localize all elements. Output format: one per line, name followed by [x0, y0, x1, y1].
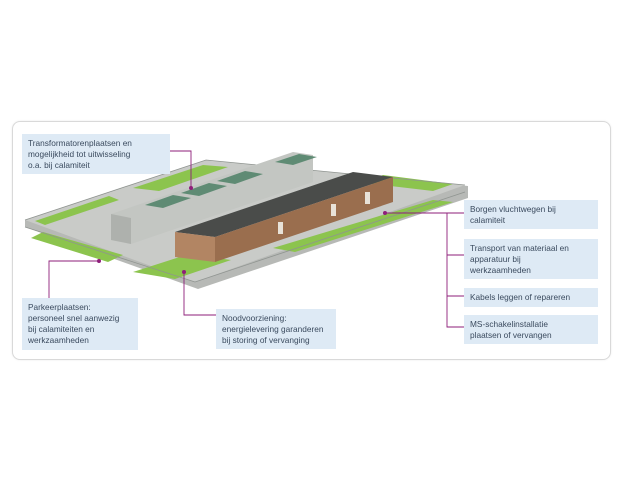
perimeter-fence-front — [24, 191, 466, 283]
callout-transport: Transport van materiaal en apparatuur bi… — [464, 239, 598, 279]
callout-borgen: Borgen vluchtwegen bij calamiteit — [464, 200, 598, 229]
building-door-2 — [331, 204, 336, 216]
transformer-bay-4 — [275, 154, 317, 165]
leader-transformator — [168, 150, 192, 188]
callout-transformator-text: Transformatorenplaatsen en mogelijkheid … — [28, 138, 132, 170]
transformer-bay-1 — [145, 195, 191, 208]
building-side — [215, 177, 393, 262]
callout-transport-text: Transport van materiaal en apparatuur bi… — [470, 243, 569, 275]
leader-dots — [97, 186, 387, 274]
building-front — [175, 232, 215, 262]
grass-left — [35, 196, 119, 225]
callout-parkeer: Parkeerplaatsen: personeel snel aanwezig… — [22, 298, 138, 350]
callout-parkeer-text: Parkeerplaatsen: personeel snel aanwezig… — [28, 302, 120, 345]
callout-kabels-text: Kabels leggen of repareren — [470, 292, 571, 302]
callout-transformator: Transformatorenplaatsen en mogelijkheid … — [22, 134, 170, 174]
transformer-wall-side — [111, 214, 131, 244]
substation-illustration — [24, 150, 468, 328]
building-door-1 — [278, 222, 283, 234]
grass-left-front — [31, 232, 123, 262]
diagram-card: Transformatorenplaatsen en mogelijkheid … — [12, 121, 611, 360]
building-roof — [175, 172, 393, 237]
callout-nood-text: Noodvoorziening: energielevering garande… — [222, 313, 324, 345]
callout-borgen-text: Borgen vluchtwegen bij calamiteit — [470, 204, 556, 225]
transformer-bay-2 — [181, 183, 227, 196]
callout-ms: MS-schakelinstallatie plaatsen of vervan… — [464, 315, 598, 344]
leader-parkeer — [48, 260, 99, 299]
building-door-3 — [365, 192, 370, 204]
callout-nood: Noodvoorziening: energielevering garande… — [216, 309, 336, 349]
grass-back — [133, 165, 228, 191]
callout-kabels: Kabels leggen of repareren — [464, 288, 598, 307]
callout-ms-text: MS-schakelinstallatie plaatsen of vervan… — [470, 319, 552, 340]
leader-nood — [183, 272, 217, 316]
transformer-bay-3 — [217, 171, 263, 184]
transformer-wall-long — [111, 152, 313, 244]
leader-lines — [48, 150, 465, 328]
leader-bracket — [446, 213, 465, 328]
